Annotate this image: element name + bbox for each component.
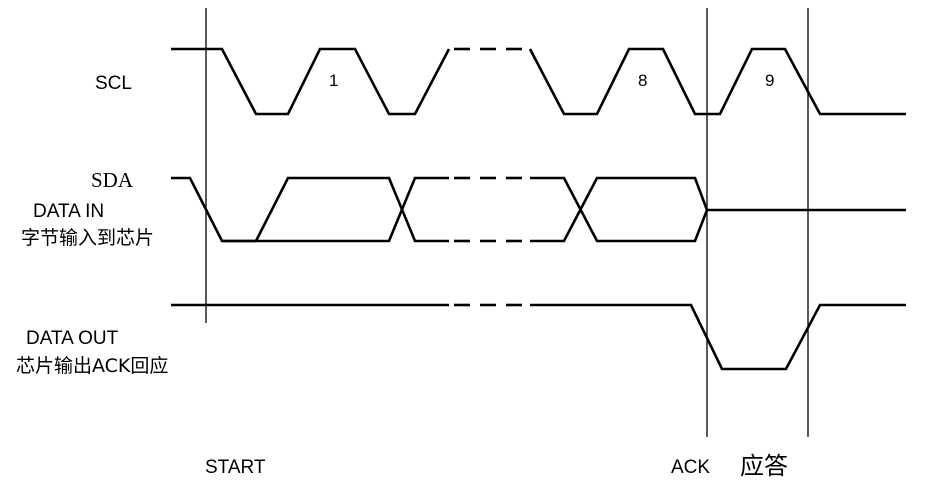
- clock-label-8: 8: [638, 71, 648, 90]
- data-in-label: DATA IN: [33, 201, 105, 222]
- data-in-cn-label: 字节输入到芯片: [21, 227, 155, 249]
- clock-label-9: 9: [765, 71, 775, 90]
- ack-marker-label: ACK: [671, 457, 711, 478]
- sda-data-in-waveform: [171, 176, 906, 243]
- scl-waveform: [171, 47, 906, 116]
- clock-label-1: 1: [329, 71, 339, 90]
- sda-label: SDA: [91, 168, 134, 192]
- start-marker-label: START: [205, 457, 266, 478]
- ack-cn-marker-label: 应答: [740, 452, 788, 480]
- scl-label: SCL: [95, 73, 132, 94]
- data-out-waveform: [171, 303, 906, 371]
- data-out-cn-label: 芯片输出ACK回应: [16, 355, 169, 377]
- data-out-label: DATA OUT: [26, 328, 119, 349]
